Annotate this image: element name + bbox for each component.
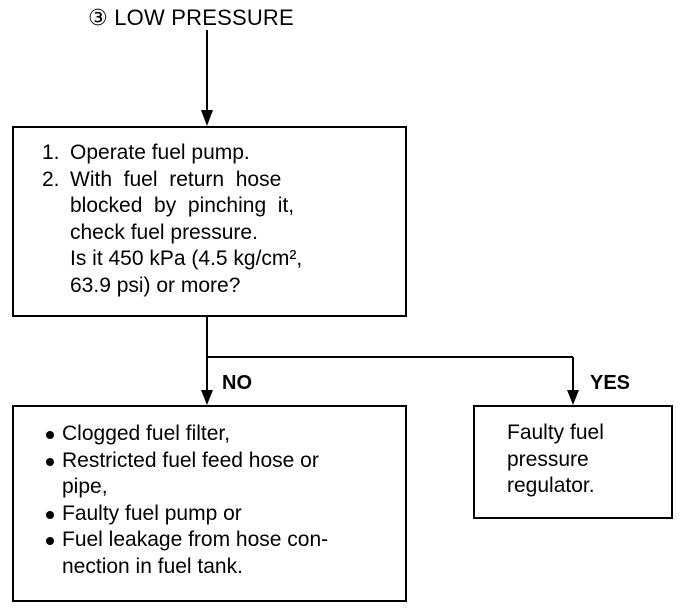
cause-item: Clogged fuel filter, [42,421,395,448]
cause-text: pipe, [62,475,108,499]
step-text: check fuel pressure. [70,220,258,244]
yes-result-box: Faulty fuel pressure regulator. [473,405,673,519]
cause-text: Faulty fuel pump or [62,501,242,525]
arrowhead-yes [567,390,579,405]
step-text: 63.9 psi) or more? [70,273,241,297]
step-box: 1. Operate fuel pump. 2. With fuel retur… [12,126,407,317]
step-text: With fuel return hose [70,167,282,191]
bullet-icon [42,448,62,501]
step-item-1: 1. Operate fuel pump. [42,140,395,167]
step-text: Operate fuel pump. [70,141,250,164]
cause-item: Restricted fuel feed hose or pipe, [42,448,395,501]
yes-text: pressure [507,447,589,471]
cause-item: Fuel leakage from hose con- nection in f… [42,527,395,580]
step-number: 2. [42,167,60,191]
no-label: NO [222,372,252,394]
yes-text: Faulty fuel [507,421,604,444]
step-text: blocked by pinching it, [70,194,295,218]
bullet-icon [42,421,62,448]
cause-item: Faulty fuel pump or [42,501,395,528]
yes-label: YES [590,372,631,394]
cause-text: Fuel leakage from hose con- [62,528,329,552]
cause-text: nection in fuel tank. [62,554,243,578]
step-number: 1. [42,141,60,164]
arrowhead-step [201,110,213,126]
yes-text: regulator. [507,474,595,498]
arrowhead-no [201,390,213,405]
cause-text: Restricted fuel feed hose or [62,448,319,472]
step-text: Is it 450 kPa (4.5 kg/cm², [70,247,303,271]
diagram-title: ③ LOW PRESSURE [88,5,294,30]
cause-text: Clogged fuel filter, [62,422,231,445]
step-item-2: 2. With fuel return hose blocked by pinc… [42,167,395,300]
no-result-box: Clogged fuel filter, Restricted fuel fee… [12,405,407,602]
bullet-icon [42,527,62,580]
bullet-icon [42,501,62,528]
